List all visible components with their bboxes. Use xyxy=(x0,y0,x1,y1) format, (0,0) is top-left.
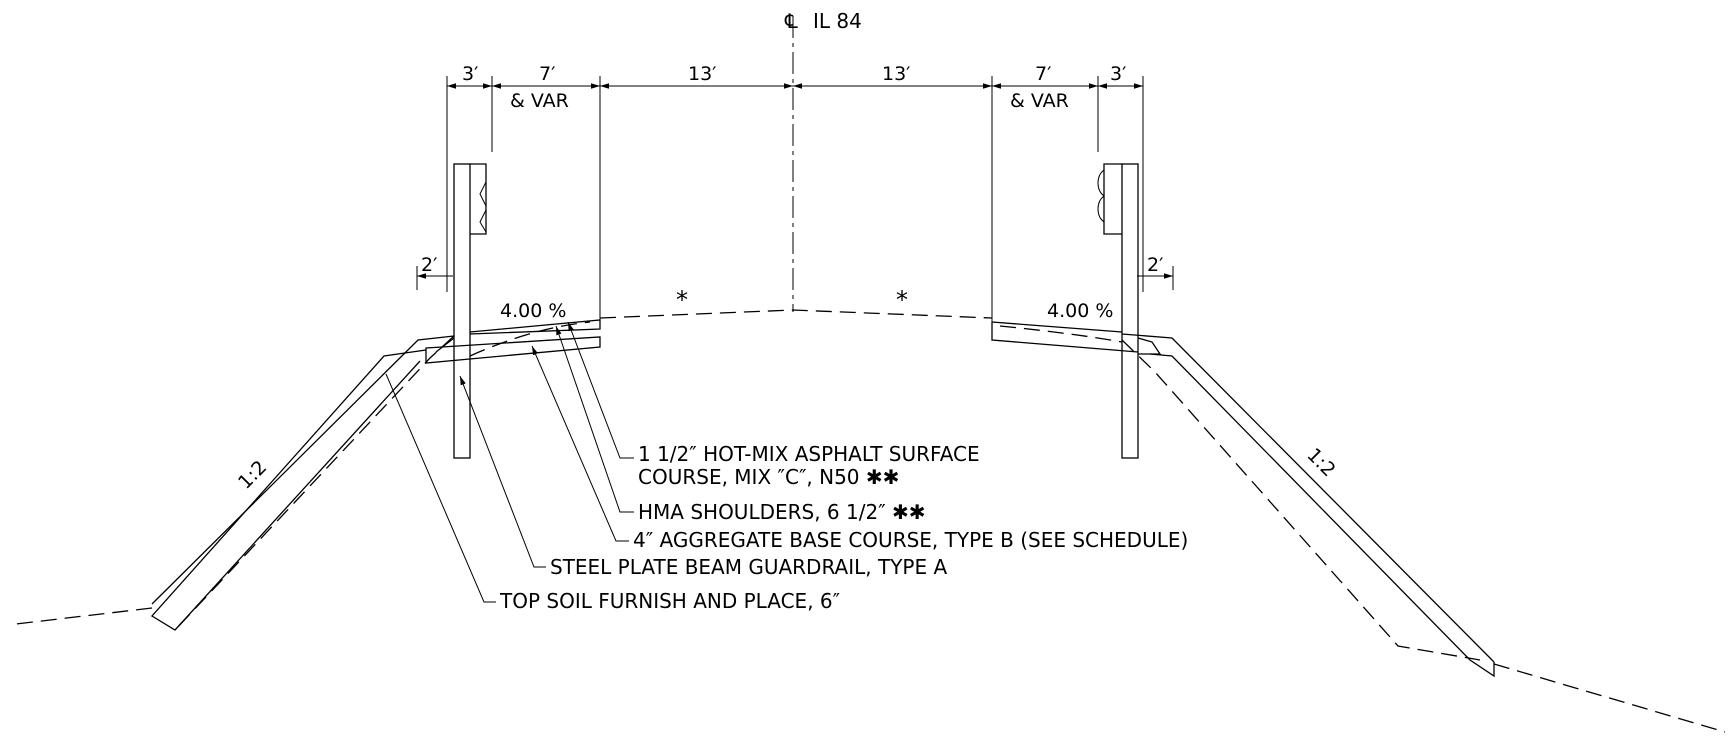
dim-left-lane: 13′ xyxy=(688,63,717,85)
left-lane-mark: * xyxy=(676,286,688,314)
callout-guardrail: STEEL PLATE BEAM GUARDRAIL, TYPE A xyxy=(550,555,947,579)
right-lane-mark: * xyxy=(896,286,908,314)
left-guardrail xyxy=(453,163,487,459)
dim-right-shoulder-var: & VAR xyxy=(1010,90,1069,112)
callout-leaders xyxy=(385,321,634,603)
right-side-slope xyxy=(1121,333,1726,733)
dim-left-outer: 3′ xyxy=(462,63,478,85)
centerline: ℄ IL 84 xyxy=(784,9,862,312)
dim-left-shoulder-var: & VAR xyxy=(510,90,569,112)
dimension-extension-lines xyxy=(416,76,1174,322)
right-cross-slope: 4.00 % xyxy=(1047,300,1113,322)
centerline-label: IL 84 xyxy=(813,9,862,33)
callout-hma-shoulders: HMA SHOULDERS, 6 1/2″ ✱✱ xyxy=(638,500,926,524)
callout-surface-course-line2: COURSE, MIX ″C″, N50 ✱✱ xyxy=(638,465,899,489)
callout-topsoil: TOP SOIL FURNISH AND PLACE, 6″ xyxy=(499,589,840,613)
left-shoulder-layers xyxy=(425,319,601,364)
centerline-symbol: ℄ xyxy=(784,9,798,33)
dim-left-shoulder: 7′ xyxy=(539,63,555,85)
right-guardrail xyxy=(1097,163,1139,459)
dim-right-lane: 13′ xyxy=(882,63,911,85)
right-shoulder-layers xyxy=(991,321,1162,355)
dim-left-offset: 2′ xyxy=(421,254,437,276)
dim-right-offset: 2′ xyxy=(1147,254,1163,276)
callout-aggregate-base: 4″ AGGREGATE BASE COURSE, TYPE B (SEE SC… xyxy=(633,528,1188,552)
left-side-slope xyxy=(15,335,455,631)
dim-right-shoulder: 7′ xyxy=(1035,63,1051,85)
dim-right-outer: 3′ xyxy=(1110,63,1126,85)
left-cross-slope: 4.00 % xyxy=(500,300,566,322)
callout-surface-course-line1: 1 1/2″ HOT-MIX ASPHALT SURFACE xyxy=(638,442,980,466)
pavement-crown xyxy=(599,309,993,319)
